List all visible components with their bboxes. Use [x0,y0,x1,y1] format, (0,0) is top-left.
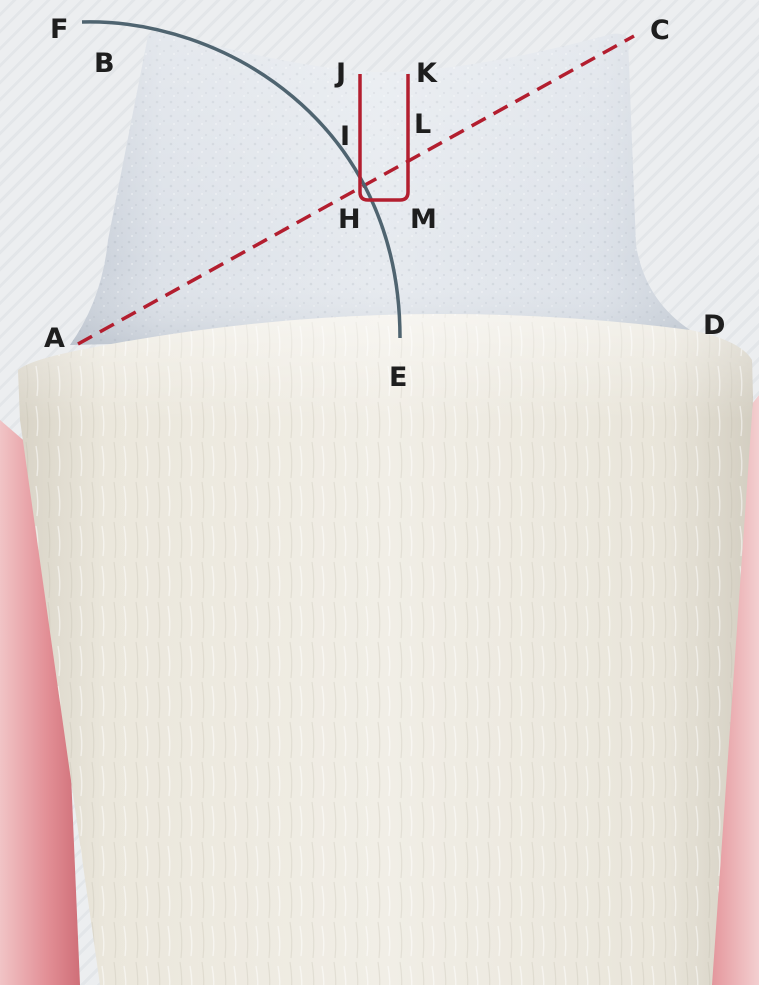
label-b: B [94,48,115,79]
label-a: A [44,323,65,354]
label-c: C [650,15,670,46]
label-k: K [416,58,438,89]
label-e: E [389,362,407,393]
label-j: J [334,58,346,89]
label-i: I [340,121,350,152]
label-f: F [50,14,68,45]
label-m: M [410,204,437,235]
label-d: D [703,310,725,341]
label-l: L [414,109,431,140]
label-h: H [338,204,361,235]
